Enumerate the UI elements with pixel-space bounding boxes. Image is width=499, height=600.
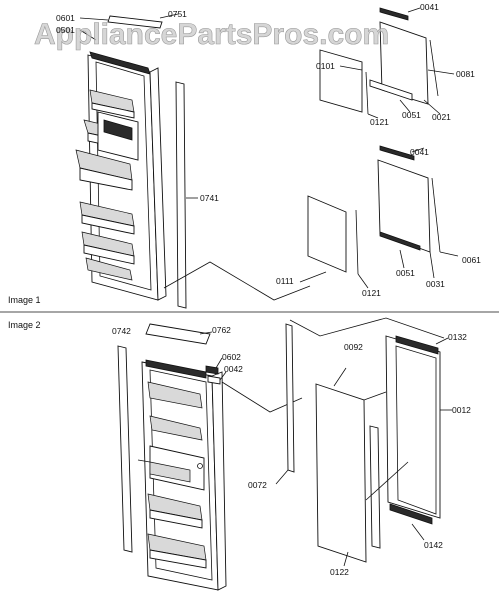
part-label-0501: 0501 — [56, 25, 75, 35]
part-label-0081: 0081 — [456, 69, 475, 79]
part-label-0041-upper: 0041 — [420, 2, 439, 12]
part-label-0121-upper: 0121 — [370, 117, 389, 127]
part-label-0121-lower: 0121 — [362, 288, 381, 298]
image-2-group — [117, 317, 452, 591]
part-label-0601: 0601 — [56, 13, 75, 23]
part-label-0031: 0031 — [426, 279, 445, 289]
image-1-group — [75, 7, 459, 309]
top-trim-0751 — [107, 15, 163, 29]
part-label-0122: 0122 — [330, 567, 349, 577]
part-label-0751: 0751 — [168, 9, 187, 19]
part-label-0132: 0132 — [448, 332, 467, 342]
part-label-0012: 0012 — [452, 405, 471, 415]
part-label-0762: 0762 — [212, 325, 231, 335]
panel-0012 — [385, 335, 441, 519]
part-label-0041-lower: 0041 — [410, 147, 429, 157]
part-label-0111: 0111 — [276, 276, 294, 286]
part-label-0021: 0021 — [432, 112, 451, 122]
part-label-0741: 0741 — [200, 193, 219, 203]
panel-0012-assembly — [385, 335, 441, 525]
part-label-0101: 0101 — [316, 61, 335, 71]
part-label-0042: 0042 — [224, 364, 243, 374]
part-label-0602: 0602 — [222, 352, 241, 362]
watermark-text: AppliancePartsPros.com — [34, 18, 389, 51]
section-label-image-1: Image 1 — [8, 295, 41, 305]
section-label-image-2: Image 2 — [8, 320, 41, 330]
upper-panel-set — [319, 7, 439, 115]
panel-0092 — [315, 383, 367, 563]
lower-panel-set — [307, 145, 441, 275]
top-trim-0762 — [145, 323, 211, 345]
part-label-0051-upper: 0051 — [402, 110, 421, 120]
hinge-0042 — [207, 375, 221, 385]
panel-0111 — [307, 195, 347, 273]
part-label-0092: 0092 — [344, 342, 363, 352]
part-label-0051-lower: 0051 — [396, 268, 415, 278]
gasket-0741 — [175, 81, 187, 309]
trim-0072 — [285, 323, 295, 473]
part-label-0061: 0061 — [462, 255, 481, 265]
part-label-0742: 0742 — [112, 326, 131, 336]
part-label-0072: 0072 — [248, 480, 267, 490]
gasket-0742 — [117, 345, 133, 553]
part-label-0142: 0142 — [424, 540, 443, 550]
fresh-food-door-assembly — [137, 359, 227, 591]
panel-0101 — [319, 49, 363, 113]
freezer-door-assembly — [75, 51, 167, 301]
hinge-0602 — [205, 365, 219, 375]
